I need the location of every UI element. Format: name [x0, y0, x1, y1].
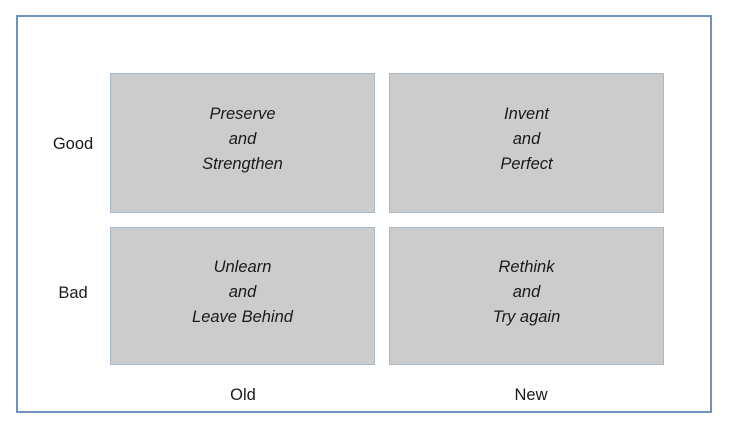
quadrant-bad-new-label: Rethink and Try again: [492, 257, 561, 326]
quadrant-good-new-label: Invent and Perfect: [500, 104, 553, 173]
diagram-outer-frame: Preserve and Strengthen Invent and Perfe…: [16, 15, 712, 413]
axis-label-good: Good: [52, 135, 94, 153]
axis-label-bad: Bad: [58, 284, 88, 302]
quadrant-good-old-label: Preserve and Strengthen: [202, 104, 283, 173]
quadrant-bad-old[interactable]: Unlearn and Leave Behind: [110, 227, 375, 365]
axis-label-new: New: [514, 386, 548, 404]
quadrant-bad-old-label: Unlearn and Leave Behind: [192, 257, 293, 326]
quadrant-grid: Preserve and Strengthen Invent and Perfe…: [110, 73, 664, 365]
quadrant-good-new[interactable]: Invent and Perfect: [389, 73, 664, 213]
axis-label-old: Old: [230, 386, 256, 404]
quadrant-bad-new[interactable]: Rethink and Try again: [389, 227, 664, 365]
quadrant-good-old[interactable]: Preserve and Strengthen: [110, 73, 375, 213]
